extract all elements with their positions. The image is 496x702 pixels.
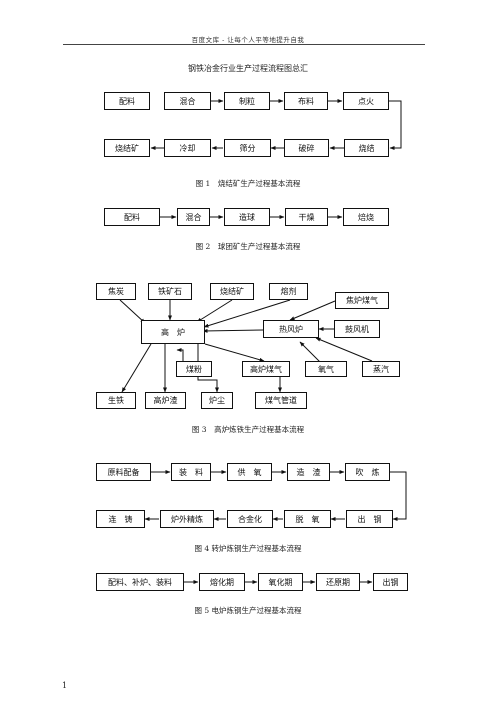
fig4-step-slagging: 造 渣 <box>287 463 330 481</box>
fig5-step-charging: 配料、补炉、装料 <box>96 573 184 591</box>
fig1-step-distribution: 布料 <box>284 92 328 110</box>
fig3-oxygen: 氧气 <box>305 361 347 377</box>
fig4-step-continuous-casting: 连 铸 <box>96 510 145 528</box>
fig2-step-pelletizing: 造球 <box>224 208 270 226</box>
fig2-step-drying: 干燥 <box>285 208 328 226</box>
fig4-step-raw-material: 原料配备 <box>96 463 151 481</box>
fig1-step-mixing: 混合 <box>164 92 211 110</box>
header-divider <box>63 44 425 45</box>
fig3-output-pig-iron: 生铁 <box>96 392 136 409</box>
fig3-input-flux: 熔剂 <box>269 283 308 300</box>
fig2-step-batching: 配料 <box>104 208 160 226</box>
fig3-hot-blast-stove: 热风炉 <box>263 320 319 338</box>
fig4-step-deoxidation: 脱 氧 <box>284 510 331 528</box>
fig1-step-granulation: 制粒 <box>224 92 270 110</box>
fig5-step-oxidation: 氧化期 <box>258 573 303 591</box>
fig5-step-reduction: 还原期 <box>316 573 360 591</box>
fig1-step-cooling: 冷却 <box>164 139 211 157</box>
fig2-step-roasting: 焙烧 <box>343 208 389 226</box>
fig3-blower: 鼓风机 <box>334 320 380 338</box>
fig3-blast-furnace-gas: 高炉煤气 <box>242 361 290 377</box>
fig3-caption: 图 3 高炉炼铁生产过程基本流程 <box>191 425 305 434</box>
fig2-caption: 图 2 球团矿生产过程基本流程 <box>195 242 301 251</box>
fig4-step-secondary-refining: 炉外精炼 <box>160 510 214 528</box>
fig4-step-blowing: 吹 炼 <box>345 463 390 481</box>
fig3-output-slag: 高炉渣 <box>145 392 186 409</box>
fig4-caption: 图 4 转炉炼钢生产过程基本流程 <box>194 544 302 553</box>
fig5-step-tapping: 出钢 <box>373 573 408 591</box>
fig4-step-alloying: 合金化 <box>227 510 273 528</box>
fig5-caption: 图 5 电炉炼钢生产过程基本流程 <box>194 606 302 615</box>
fig3-coke-oven-gas: 焦炉煤气 <box>335 292 389 309</box>
fig3-output-gas-pipeline: 煤气管道 <box>255 392 307 409</box>
fig3-steam: 蒸汽 <box>362 361 400 377</box>
fig1-step-ignition: 点火 <box>343 92 389 110</box>
fig3-input-iron-ore: 铁矿石 <box>148 283 192 300</box>
fig3-output-dust: 炉尘 <box>201 392 233 409</box>
fig1-step-screening: 筛分 <box>224 139 271 157</box>
fig3-input-coke: 焦炭 <box>96 283 136 300</box>
fig3-blast-furnace: 高 炉 <box>141 320 205 344</box>
fig4-step-charging: 装 料 <box>171 463 211 481</box>
fig1-caption: 图 1 烧结矿生产过程基本流程 <box>195 179 301 188</box>
page-number: 1 <box>62 681 68 690</box>
fig1-step-sinter: 烧结矿 <box>104 139 150 157</box>
fig2-step-mixing: 混合 <box>177 208 210 226</box>
page-header: 百度文库 - 让每个人平等地提升自我 <box>191 36 305 44</box>
fig5-step-melting: 熔化期 <box>199 573 245 591</box>
fig1-step-crushing: 破碎 <box>284 139 329 157</box>
fig1-step-sintering: 烧结 <box>344 139 389 157</box>
fig4-step-tapping: 出 钢 <box>346 510 393 528</box>
document-title: 钢铁冶金行业生产过程流程图总汇 <box>188 64 308 73</box>
fig3-input-sinter: 烧结矿 <box>210 283 254 300</box>
fig3-coal-powder: 煤粉 <box>176 361 212 377</box>
fig1-step-batching: 配料 <box>104 92 150 110</box>
fig4-step-oxygen-supply: 供 氧 <box>227 463 272 481</box>
